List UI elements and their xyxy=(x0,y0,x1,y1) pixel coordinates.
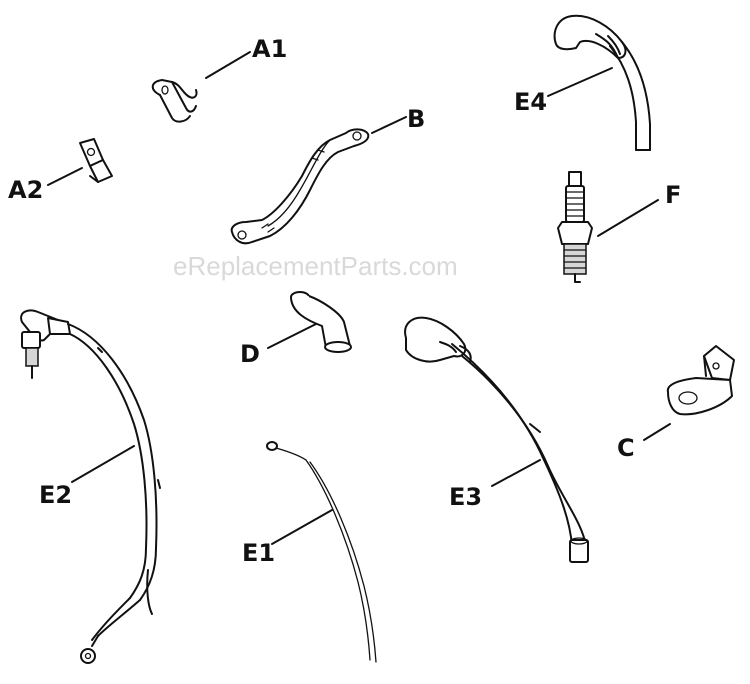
leader-d xyxy=(267,323,317,349)
callout-d: D xyxy=(240,340,260,368)
callout-e3: E3 xyxy=(449,483,482,511)
leader-c xyxy=(643,423,671,441)
part-c-bracket xyxy=(666,345,735,416)
callout-e1: E1 xyxy=(242,539,275,567)
part-b-strap xyxy=(230,128,370,245)
leader-e4 xyxy=(547,67,613,97)
part-f-spark-plug xyxy=(557,171,593,283)
callout-c: C xyxy=(617,434,635,462)
part-e2-lead xyxy=(20,309,161,664)
callout-f: F xyxy=(665,181,681,209)
callout-e2: E2 xyxy=(39,481,72,509)
leader-e3 xyxy=(491,459,541,487)
leader-e2 xyxy=(71,445,135,483)
leader-b xyxy=(371,116,407,134)
callout-e4: E4 xyxy=(514,88,547,116)
part-e4-plug-cap xyxy=(553,14,651,151)
part-a1-clip xyxy=(151,79,198,123)
leader-e1 xyxy=(271,509,333,545)
part-e1-lead xyxy=(266,441,377,663)
watermark-text: eReplacementParts.com xyxy=(173,251,458,281)
leader-a1 xyxy=(205,51,251,79)
callout-a2: A2 xyxy=(8,176,43,204)
part-d-elbow xyxy=(290,291,352,353)
leader-f xyxy=(597,199,659,237)
part-e3-plug-lead xyxy=(404,316,589,563)
callout-b: B xyxy=(407,105,425,133)
callout-a1: A1 xyxy=(252,35,287,63)
part-a2-clip xyxy=(79,138,113,183)
leader-a2 xyxy=(47,167,83,186)
